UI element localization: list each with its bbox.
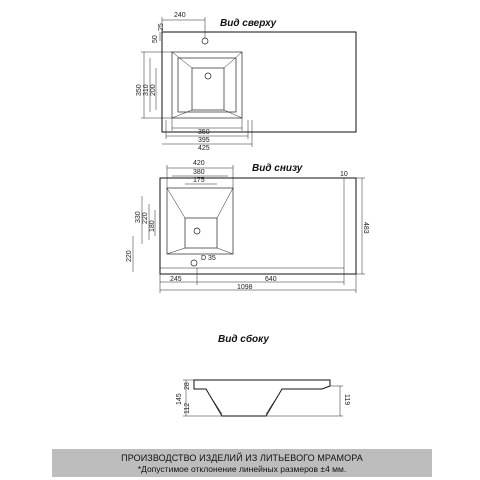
dim-240: 240	[174, 12, 186, 19]
footer-note: ПРОИЗВОДСТВО ИЗДЕЛИЙ ИЗ ЛИТЬЕВОГО МРАМОР…	[52, 449, 432, 477]
dim-175: 175	[193, 177, 205, 184]
dim-180: 180	[149, 220, 156, 232]
basin-mid	[177, 57, 237, 113]
dim-380: 380	[193, 169, 205, 176]
dim-395: 395	[198, 137, 210, 144]
drain-hole	[204, 72, 212, 80]
dim-200: 200	[150, 84, 157, 96]
side-view-title: Вид сбоку	[218, 333, 269, 345]
footer-line2: *Допустимое отклонение линейных размеров…	[137, 464, 347, 474]
dim-350v: 350	[136, 84, 143, 96]
dim-119: 119	[343, 394, 350, 405]
dim-330: 330	[135, 211, 142, 223]
basin-outer	[171, 51, 243, 119]
bottom-view-title: Вид снизу	[252, 163, 303, 174]
dim-245: 245	[170, 276, 182, 283]
bottom-view-countertop	[159, 177, 357, 275]
dim-112: 112	[184, 403, 191, 414]
dim-145: 145	[176, 393, 183, 405]
dim-28: 28	[184, 382, 191, 390]
dim-483: 483	[362, 222, 369, 234]
basin-inner	[191, 67, 225, 111]
dim-50: 50	[152, 35, 159, 43]
dim-10: 10	[340, 171, 348, 178]
drain-hole-bottom	[193, 227, 201, 235]
dim-420: 420	[193, 160, 205, 167]
dim-310: 310	[143, 84, 150, 96]
basin-underside-inner	[184, 217, 218, 249]
side-view: Вид сбоку 145 112 28 119	[176, 333, 350, 417]
dim-25: 25	[158, 23, 165, 31]
dim-220-outer: 220	[126, 250, 133, 262]
top-view: Вид сверху 240 25 50 350 310 200	[136, 12, 357, 152]
side-view-profile	[193, 379, 331, 417]
basin-underside-outer	[166, 187, 234, 255]
dim-220-inner: 220	[142, 212, 149, 224]
dim-640: 640	[265, 276, 277, 283]
bottom-view: Вид снизу D 35 420 380 175 10 330 220 18…	[126, 160, 369, 293]
tap-hole-bottom	[190, 259, 198, 267]
dim-d35: D 35	[201, 255, 216, 262]
footer-line1: ПРОИЗВОДСТВО ИЗДЕЛИЙ ИЗ ЛИТЬЕВОГО МРАМОР…	[121, 453, 363, 463]
dim-350h: 350	[198, 129, 210, 136]
dim-1098: 1098	[237, 284, 253, 291]
dim-425: 425	[198, 145, 210, 152]
top-view-countertop	[161, 31, 357, 133]
top-view-title: Вид сверху	[220, 18, 277, 29]
